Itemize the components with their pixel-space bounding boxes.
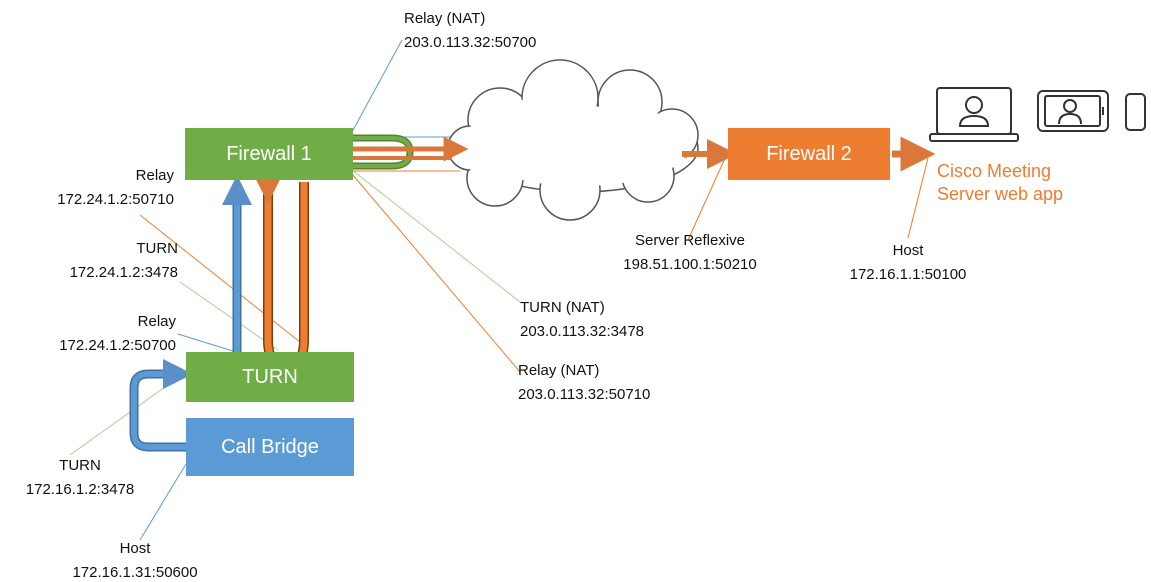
relay-fw1-addr: 172.24.1.2:50710 xyxy=(57,191,174,208)
host-cb-name: Host xyxy=(119,540,151,557)
relay-nat-bottom-addr: 203.0.113.32:50710 xyxy=(518,386,651,403)
leader-server-reflexive xyxy=(687,155,727,241)
firewall-1-box: Firewall 1 xyxy=(185,128,353,180)
turn-fw1-label: TURN 172.24.1.2:3478 xyxy=(18,240,178,282)
relay-turn-addr: 172.24.1.2:50700 xyxy=(59,337,176,354)
leader-host-cb xyxy=(139,463,187,541)
web-app-label: Cisco Meeting Server web app xyxy=(937,160,1063,205)
host-cb-label: Host 172.16.1.31:50600 xyxy=(64,540,206,582)
leader-relay-nat-top xyxy=(351,39,403,133)
turn-cb-name: TURN xyxy=(59,457,101,474)
turn-fw1-addr: 172.24.1.2:3478 xyxy=(69,264,178,281)
relay-nat-top-label: Relay (NAT) 203.0.113.32:50700 xyxy=(404,10,536,52)
server-reflexive-label: Server Reflexive 198.51.100.1:50210 xyxy=(600,232,780,274)
server-reflexive-name: Server Reflexive xyxy=(634,232,746,249)
relay-nat-bottom-label: Relay (NAT) 203.0.113.32:50710 xyxy=(518,362,650,404)
leader-relay-turn xyxy=(177,333,237,353)
relay-fw1-name: Relay xyxy=(135,167,174,184)
firewall-2-label: Firewall 2 xyxy=(766,142,852,165)
host-cb-addr: 172.16.1.31:50600 xyxy=(72,564,198,581)
relay-turn-name: Relay xyxy=(137,313,176,330)
fw1-green-loop xyxy=(352,136,413,168)
phone-icon xyxy=(1125,93,1146,131)
hairpin-loop xyxy=(250,168,308,370)
relay-nat-bottom-name: Relay (NAT) xyxy=(518,362,600,379)
leader-lines xyxy=(69,39,929,541)
hairpin-loop-outline xyxy=(263,182,309,372)
leader-host-client xyxy=(907,157,929,239)
leader-turn-fw1 xyxy=(179,281,279,351)
call-bridge-label: Call Bridge xyxy=(221,435,319,458)
host-client-label: Host 172.16.1.1:50100 xyxy=(828,242,988,284)
cb-to-turn-arrow-outline xyxy=(129,369,188,452)
web-app-label-line1: Cisco Meeting xyxy=(937,161,1052,181)
relay-fw1-label: Relay 172.24.1.2:50710 xyxy=(18,167,174,209)
relay-nat-top-addr: 203.0.113.32:50700 xyxy=(404,34,537,51)
host-client-addr: 172.16.1.1:50100 xyxy=(849,266,967,283)
web-app-label-line2: Server web app xyxy=(937,183,1064,204)
cb-to-turn-arrow xyxy=(131,359,193,450)
laptop-icon xyxy=(929,87,1019,142)
leader-relay-fw1 xyxy=(139,214,301,343)
relay-turn-label: Relay 172.24.1.2:50700 xyxy=(18,313,176,355)
leader-turn-nat xyxy=(351,169,521,303)
call-bridge-box: Call Bridge xyxy=(186,418,354,476)
turn-server-label: TURN xyxy=(242,365,298,388)
server-reflexive-addr: 198.51.100.1:50210 xyxy=(623,256,757,273)
firewall-2-box: Firewall 2 xyxy=(728,128,890,180)
firewall-1-label: Firewall 1 xyxy=(226,142,312,165)
leader-relay-nat-bottom xyxy=(351,173,521,373)
turn-nat-name: TURN (NAT) xyxy=(520,299,605,316)
fw1-green-loop-outline xyxy=(352,134,414,170)
turn-fw1-name: TURN xyxy=(136,240,178,257)
tablet-icon xyxy=(1037,90,1109,132)
turn-server-box: TURN xyxy=(186,352,354,402)
turn-cb-addr: 172.16.1.2:3478 xyxy=(25,481,135,498)
turn-cb-label: TURN 172.16.1.2:3478 xyxy=(10,457,150,499)
host-client-name: Host xyxy=(892,242,924,259)
relay-nat-top-name: Relay (NAT) xyxy=(404,10,486,27)
turn-nat-addr: 203.0.113.32:3478 xyxy=(520,323,645,340)
internet-cloud-icon xyxy=(447,59,699,221)
turn-nat-label: TURN (NAT) 203.0.113.32:3478 xyxy=(520,299,644,341)
